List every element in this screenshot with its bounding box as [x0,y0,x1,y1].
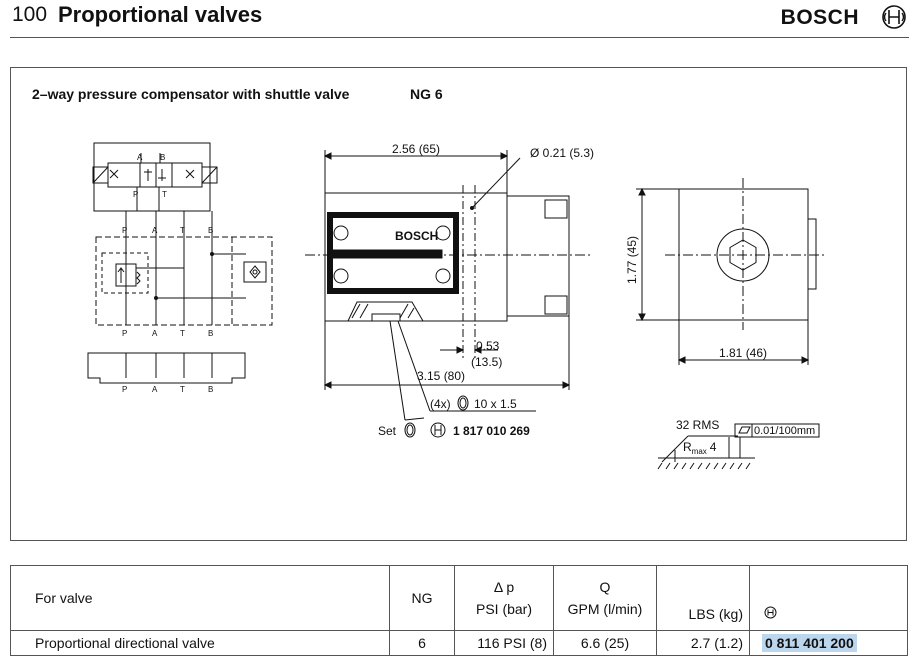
top-port-a: A [152,226,158,235]
bottom-port-p: P [122,329,127,338]
dim-offset-a: 0.53 [476,339,500,353]
bosch-armature-icon [764,606,777,619]
surface-flatness: 0.01/100mm [754,425,815,437]
page-number: 100 [12,3,48,26]
dim-total-length: 3.15 (80) [417,369,465,383]
bosch-armature-icon [430,422,446,438]
dim-width-top: 2.56 (65) [392,142,440,156]
hydraulic-schematic: A B P T P A T B P A T B [87,142,273,394]
valve-port-a: A [137,153,143,162]
seal-size: 10 x 1.5 [474,397,517,411]
header-ng: NG [389,565,455,631]
header-divider [10,37,909,38]
top-port-b: B [208,226,213,235]
valve-port-t: T [162,190,167,199]
cell-order-no[interactable]: 0 811 401 200 [749,630,908,656]
dim-hole-diameter: Ø 0.21 (5.3) [530,146,594,160]
seal-set-label: Set [378,424,397,438]
dim-side-width: 1.81 (46) [719,346,767,360]
cell-weight: 2.7 (1.2) [656,630,750,656]
surface-rms: 32 RMS [676,418,719,432]
cell-dp: 116 PSI (8) [454,630,554,656]
valve-port-b: B [160,153,165,162]
body-logo: BOSCH [395,229,438,243]
bottom-port-b: B [208,329,213,338]
bottom-port-a: A [152,329,158,338]
cell-valve: Proportional directional valve [10,630,390,656]
base-port-b: B [208,385,213,394]
top-port-t: T [180,226,185,235]
dim-height: 1.77 (45) [625,236,639,284]
header-delta-p: Δ p PSI (bar) [454,565,554,631]
header-weight: LBS (kg) [656,565,750,631]
cell-ng: 6 [389,630,455,656]
front-view: BOSCH 2.56 (65) Ø 0.21 (5.3) 0.53 (13.5)… [305,142,594,438]
spec-table: For valve NG Δ p PSI (bar) Q GPM (l/min)… [10,565,908,656]
dim-offset-b: (13.5) [471,355,502,369]
order-number[interactable]: 0 811 401 200 [762,634,857,652]
base-port-p: P [122,385,127,394]
table-row: Proportional directional valve 6 116 PSI… [10,630,908,656]
page-title: Proportional valves [58,2,263,27]
header-order-no [749,565,908,631]
base-port-t: T [180,385,185,394]
figure-ng: NG 6 [410,86,443,102]
seal-count: (4x) [430,397,451,411]
bottom-port-t: T [180,329,185,338]
brand-logo: BOSCH [780,6,859,29]
bosch-armature-icon [882,5,906,29]
header-flow: Q GPM (l/min) [553,565,657,631]
side-view: 1.77 (45) 1.81 (46) [625,178,825,365]
base-port-a: A [152,385,158,394]
valve-port-p: P [133,190,138,199]
seal-part-number: 1 817 010 269 [453,424,530,438]
top-port-p: P [122,226,127,235]
table-header-row: For valve NG Δ p PSI (bar) Q GPM (l/min)… [10,565,908,631]
header-for-valve: For valve [10,565,390,631]
figure-title: 2–way pressure compensator with shuttle … [32,86,350,102]
figure-frame [10,67,907,541]
cell-q: 6.6 (25) [553,630,657,656]
